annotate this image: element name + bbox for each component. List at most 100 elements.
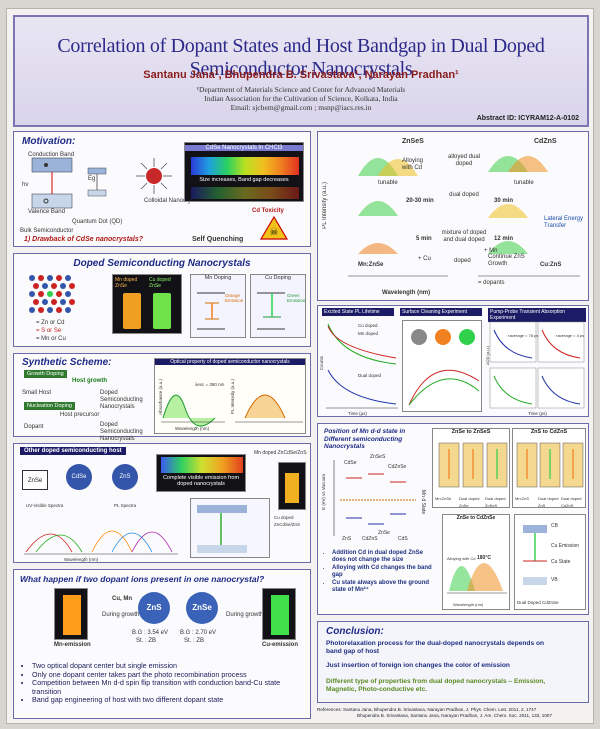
zns-st: St. : ZB	[136, 638, 157, 644]
legend-mn-cu: = Mn or Cu	[36, 336, 66, 342]
znse-circle: ZnSe	[186, 592, 218, 624]
mat-znse: ZnSe	[378, 530, 390, 536]
position-bullet: Alloying with Cd changes the band gap	[332, 565, 434, 580]
motivation-title: Motivation:	[22, 136, 76, 147]
lattice-atom	[38, 307, 44, 313]
pl-intensity-label: PL Intensity (a.u.)	[230, 379, 235, 415]
other-hosts-title: Other doped semiconducting host	[20, 447, 126, 455]
time-label-3: 30 min	[494, 198, 514, 204]
conclusion-item-3: Different type of properties from dual d…	[326, 678, 546, 693]
lattice-atom	[29, 275, 35, 281]
znse-st: St. : ZB	[184, 638, 205, 644]
mat-cdse: CdSe	[344, 460, 357, 466]
lambda-exc: λexc = 350 nm	[195, 382, 225, 387]
lattice-atom	[42, 283, 48, 289]
dual-doped-label: dual doped	[449, 192, 479, 198]
lattice-atom	[47, 275, 53, 281]
position-panel: Position of Mn d-d state in Different se…	[317, 423, 589, 615]
affiliation: ¹Department of Materials Science and Cen…	[15, 85, 587, 112]
host-precursor: Host precursor	[60, 412, 100, 418]
dd-mnznse: Mn:ZnSe	[435, 496, 452, 501]
lattice-atom	[29, 291, 35, 297]
znse-cdznse-plot: ZnSe to CdZnSe Alloying with Cd 180°C Wa…	[442, 514, 510, 610]
tau-1: τaverage = 76 ps	[508, 333, 539, 338]
dd-mnzns: Mn:ZnS	[515, 496, 530, 501]
label-cd-toxicity: Cd Toxicity	[252, 208, 284, 214]
doped-nc-1: Doped Semiconducting Nanocrystals	[100, 390, 143, 410]
poster: Correlation of Dopant States and Host Ba…	[6, 8, 594, 724]
pl-ylabel: PL Intensity (a.u.)	[322, 182, 328, 229]
lattice-atom	[69, 299, 75, 305]
cu-zncdse-label: Cu doped ZnCdSe/ZnS	[274, 515, 301, 527]
temp-label: 180°C	[477, 555, 491, 561]
znse-to-znses-box: ZnSe to ZnSeS Mn:ZnSe Dual doped ZnSe Du…	[432, 428, 510, 508]
nucleation-doping-tag: Nucleation Doping	[24, 402, 75, 410]
band-diagram	[31, 157, 107, 209]
cu-mn-label: Cu, Mn	[112, 596, 132, 602]
pl-evolution-panel: ZnSeS CdZnS alloyed dual doped dual dope…	[317, 131, 589, 301]
vb-label: VB	[551, 577, 558, 583]
svg-text:☠: ☠	[270, 227, 279, 238]
cu-emission-diagram: CB VB Cu State Cu Emission Dual Doped Cd…	[514, 514, 586, 610]
cu-vial	[153, 293, 171, 329]
reference-2: Bhupendra B. Srivastava, Santanu Jana, N…	[357, 713, 553, 718]
affiliation-line-1: ¹Department of Materials Science and Cen…	[196, 85, 406, 94]
lattice-atom	[69, 283, 75, 289]
cu-doped-label: Cu doped ZnSe	[149, 277, 171, 289]
green-emission: Green Emission	[287, 293, 306, 303]
cd-toxicity-icon: ☠	[259, 215, 289, 240]
other-xaxis: Wavelength (nm)	[64, 557, 99, 562]
lattice-graphic	[29, 275, 75, 313]
energy-yaxis: E (eV) vs Vacuum	[321, 474, 326, 510]
doped-nc-panel: Doped Semiconducting Nanocrystals = Zn o…	[13, 253, 311, 347]
two-dopant-bullet: Two optical dopant center but single emi…	[32, 661, 304, 671]
zns-to-cdzns-box: ZnS to CdZnS Mn:ZnS Dual doped ZnS Dual …	[512, 428, 586, 508]
counts-label: Counts	[319, 356, 324, 371]
cb-label: CB	[551, 523, 558, 529]
reference-1: References: Santanu Jana, Bhupendra B. S…	[317, 707, 537, 712]
pump-probe-plots	[489, 321, 585, 409]
alloying-cd-label: Alloying with Cd	[402, 158, 424, 171]
size-caption: Size increases, Band gap decreases	[199, 177, 289, 183]
dopant-label: Dopant	[24, 424, 44, 430]
uv-visible-label: UV-Visible Spectra	[26, 503, 64, 508]
dod-label: ΔOD (a.u.)	[485, 346, 490, 366]
host-growth-1: Host growth	[72, 378, 107, 384]
other-hosts-panel: Other doped semiconducting host ZnSe CdS…	[13, 443, 311, 563]
plus-mn: + Mn	[484, 248, 498, 254]
mn-state-label: Mn d State	[420, 490, 426, 515]
lattice-atom	[47, 291, 53, 297]
surface-title: Surface Cleaning Experiment	[400, 308, 482, 316]
plus-cu: + Cu	[418, 256, 431, 262]
lattice-atom	[56, 291, 62, 297]
mn-znse-label: Mn:ZnSe	[358, 262, 384, 268]
tunable-label-2: tunable	[514, 180, 534, 186]
mn-doped-trace: Mn doped	[358, 331, 379, 336]
two-dopant-title: What happen if two dopant ions present i…	[20, 574, 265, 584]
mn-vial	[123, 293, 141, 329]
pump-probe-title: Pump-Probe Transient Absorption Experime…	[488, 308, 586, 322]
during-growth-right: During growth	[226, 612, 264, 618]
lifetime-title: Excited State PL Lifetime	[322, 308, 394, 316]
author-list: Santanu Jana¹, Bhupendra B. Srivastava¹,…	[143, 69, 459, 81]
lattice-atom	[29, 307, 35, 313]
position-bullet: Addition Cd in dual doped ZnSe does not …	[332, 550, 434, 565]
abstract-id: Abstract ID: ICYRAM12-A-0102	[476, 115, 579, 122]
dual-doped-trace: Dual doped	[358, 373, 382, 378]
mat-znses: ZnSeS	[370, 454, 386, 460]
dd-dual-znse: Dual doped ZnSe	[459, 496, 480, 508]
host-zns: ZnS	[112, 464, 138, 490]
vial-row-2	[191, 187, 299, 199]
legend-s-se: = S or Se	[36, 328, 62, 334]
lattice-atom	[38, 275, 44, 281]
poster-title: Correlation of Dopant States and Host Ba…	[57, 35, 545, 80]
conclusion-item-2: Just insertion of foreign ion changes th…	[326, 662, 510, 669]
conclusion-panel: Conclusion: Photorelaxation process for …	[317, 621, 589, 703]
lattice-atom	[65, 307, 71, 313]
lattice-atom	[42, 299, 48, 305]
tunable-label-1: tunable	[378, 180, 398, 186]
zns-to-cdzns-title: ZnS to CdZnS	[530, 429, 568, 435]
time-label-1: 20-30 min	[406, 198, 434, 204]
lattice-atom	[51, 283, 57, 289]
optical-title: Optical property of doped semiconductor …	[155, 359, 305, 365]
